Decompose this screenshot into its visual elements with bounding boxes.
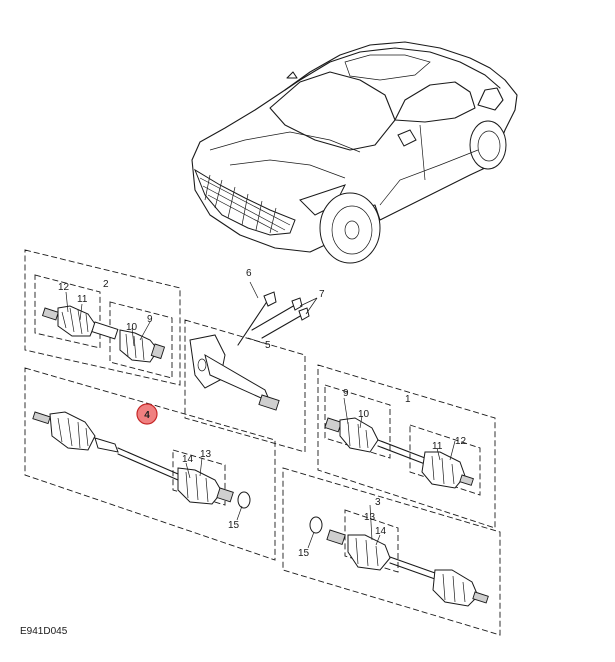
callout-9: 9 (343, 388, 349, 399)
callout-6: 6 (246, 268, 252, 279)
diagram-code: E941D045 (20, 626, 68, 637)
drive-shaft-3 (309, 516, 489, 607)
callout-14: 14 (375, 526, 387, 537)
drive-shaft-1 (324, 417, 474, 489)
vehicle-illustration (191, 41, 518, 264)
callout-12: 12 (455, 436, 467, 447)
callout-14: 14 (182, 454, 194, 465)
callout-15: 15 (228, 520, 240, 531)
callout-11: 11 (77, 294, 88, 305)
callout-10: 10 (126, 322, 138, 333)
callout-labels: 2 12 11 9 10 6 7 5 1 9 10 11 12 13 14 15… (58, 268, 467, 559)
callout-1: 1 (405, 394, 411, 405)
group-2-joints (41, 305, 166, 363)
leader-lines (65, 281, 456, 549)
callout-11: 11 (432, 441, 443, 452)
callout-10: 10 (358, 409, 370, 420)
drive-shaft-4 (32, 411, 251, 509)
callout-2: 2 (103, 279, 109, 290)
callout-5: 5 (265, 340, 271, 351)
callout-15: 15 (298, 548, 310, 559)
callout-13: 13 (200, 449, 212, 460)
callout-13: 13 (364, 512, 376, 523)
group-boxes (24, 249, 501, 636)
callout-7: 7 (319, 289, 325, 300)
callout-4-label: 4 (144, 410, 150, 421)
callout-9: 9 (147, 314, 153, 325)
highlighted-callout-4[interactable]: 4 (136, 403, 158, 425)
callout-12: 12 (58, 282, 70, 293)
bearing-bracket (189, 291, 310, 411)
callout-3: 3 (375, 497, 381, 508)
